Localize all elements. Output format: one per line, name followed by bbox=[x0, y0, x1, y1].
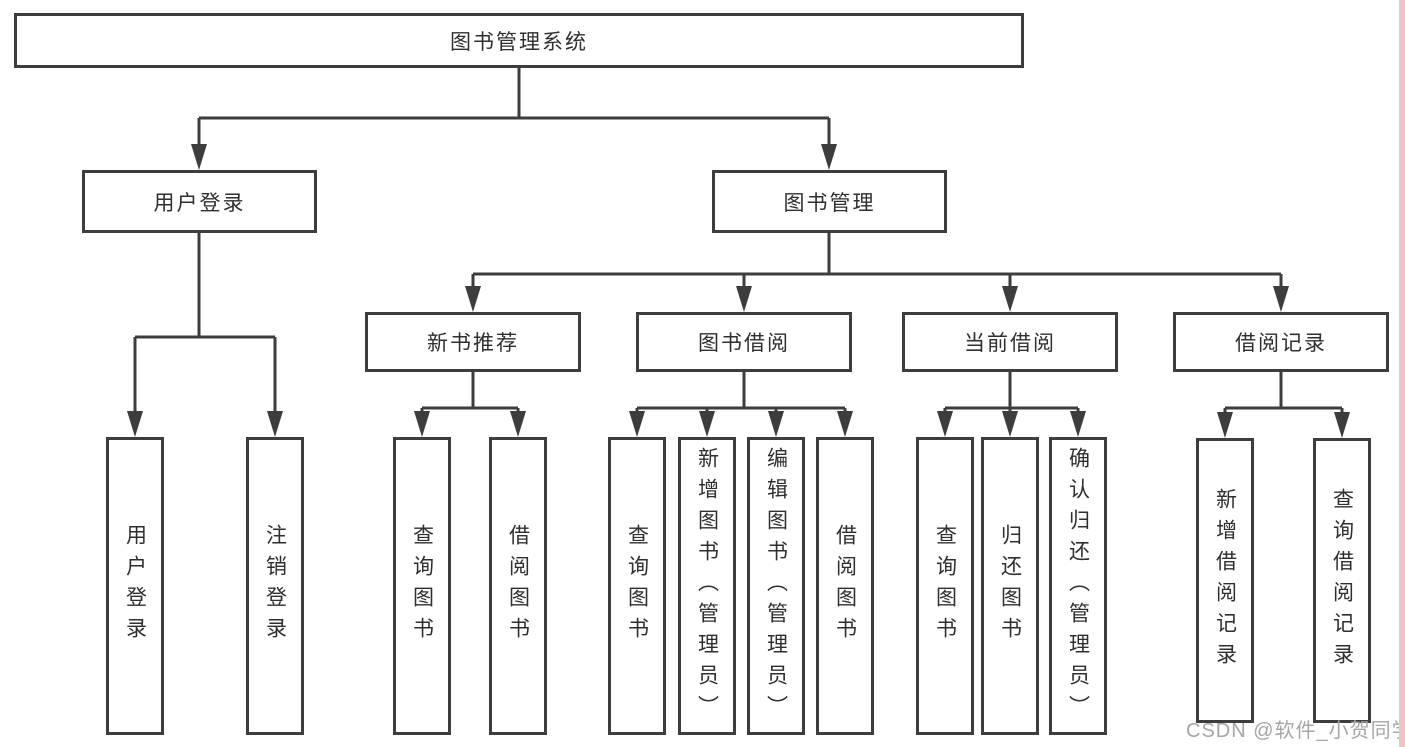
arrowhead bbox=[629, 411, 645, 437]
node-label: 用户登录 bbox=[153, 191, 246, 215]
edge-level3-to-leaves bbox=[420, 372, 1344, 416]
node-label: 查询图书 bbox=[410, 524, 434, 648]
arrowhead bbox=[1002, 411, 1018, 437]
arrowhead bbox=[465, 286, 481, 312]
leaf-borrow-book: 借阅图书 bbox=[489, 437, 547, 735]
arrowhead bbox=[127, 411, 143, 437]
node-label: 确认归还（管理员） bbox=[1066, 446, 1090, 726]
node-new-book-recommend: 新书推荐 bbox=[365, 312, 581, 372]
arrowhead bbox=[736, 286, 752, 312]
node-label: 查询借阅记录 bbox=[1330, 487, 1354, 674]
node-label: 图书借阅 bbox=[698, 332, 790, 355]
node-user-login-module: 用户登录 bbox=[82, 170, 317, 233]
arrowhead bbox=[1334, 412, 1350, 438]
right-edge-strip bbox=[1399, 0, 1405, 747]
node-label: 查询图书 bbox=[625, 524, 649, 648]
arrowhead bbox=[699, 411, 715, 437]
leaf-query-book: 查询图书 bbox=[608, 437, 666, 735]
arrowhead bbox=[191, 144, 207, 170]
arrowhead bbox=[267, 411, 283, 437]
node-label: 查询图书 bbox=[933, 524, 957, 648]
arrowhead bbox=[1273, 286, 1289, 312]
node-book-borrowing: 图书借阅 bbox=[636, 312, 852, 372]
leaf-logout: 注销登录 bbox=[246, 437, 304, 735]
leaf-add-book-admin: 新增图书（管理员） bbox=[678, 437, 736, 735]
arrowhead bbox=[768, 411, 784, 437]
leaf-return-book: 归还图书 bbox=[981, 437, 1039, 735]
leaf-query-book: 查询图书 bbox=[393, 437, 451, 735]
leaf-edit-book-admin: 编辑图书（管理员） bbox=[747, 437, 805, 735]
node-book-management-module: 图书管理 bbox=[712, 170, 947, 233]
node-label: 编辑图书（管理员） bbox=[764, 446, 788, 726]
arrowhead bbox=[1002, 286, 1018, 312]
node-label: 借阅图书 bbox=[506, 524, 530, 648]
node-label: 借阅记录 bbox=[1235, 332, 1327, 355]
node-label: 图书管理 bbox=[783, 191, 876, 215]
edge-root-to-level2 bbox=[197, 68, 831, 148]
edge-bookmgmt-to-level3 bbox=[471, 233, 1283, 290]
leaf-confirm-return-admin: 确认归还（管理员） bbox=[1049, 437, 1107, 735]
arrowhead bbox=[837, 411, 853, 437]
leaf-add-borrow-record: 新增借阅记录 bbox=[1196, 438, 1254, 723]
node-borrowing-records: 借阅记录 bbox=[1173, 312, 1389, 372]
node-label: 归还图书 bbox=[998, 524, 1022, 648]
arrowhead bbox=[1217, 412, 1233, 438]
node-label: 新增借阅记录 bbox=[1213, 487, 1237, 674]
csdn-watermark: CSDN @软件_小贺同学 bbox=[1186, 720, 1405, 742]
node-root: 图书管理系统 bbox=[14, 13, 1024, 68]
node-root-label: 图书管理系统 bbox=[450, 30, 588, 54]
node-label: 新增图书（管理员） bbox=[695, 446, 719, 726]
arrowhead bbox=[1070, 411, 1086, 437]
edge-userlogin-to-leaves bbox=[133, 233, 277, 415]
node-current-borrowing: 当前借阅 bbox=[902, 312, 1118, 372]
leaf-borrow-book: 借阅图书 bbox=[816, 437, 874, 735]
leaf-query-book: 查询图书 bbox=[916, 437, 974, 735]
leaf-user-login: 用户登录 bbox=[106, 437, 164, 735]
node-label: 注销登录 bbox=[263, 524, 287, 648]
node-label: 借阅图书 bbox=[833, 524, 857, 648]
node-label: 当前借阅 bbox=[964, 332, 1056, 355]
arrowhead bbox=[821, 144, 837, 170]
arrowhead bbox=[414, 411, 430, 437]
arrowhead bbox=[510, 411, 526, 437]
leaf-query-borrow-record: 查询借阅记录 bbox=[1313, 438, 1371, 723]
arrowhead bbox=[937, 411, 953, 437]
node-label: 用户登录 bbox=[123, 524, 147, 648]
node-label: 新书推荐 bbox=[427, 332, 519, 355]
